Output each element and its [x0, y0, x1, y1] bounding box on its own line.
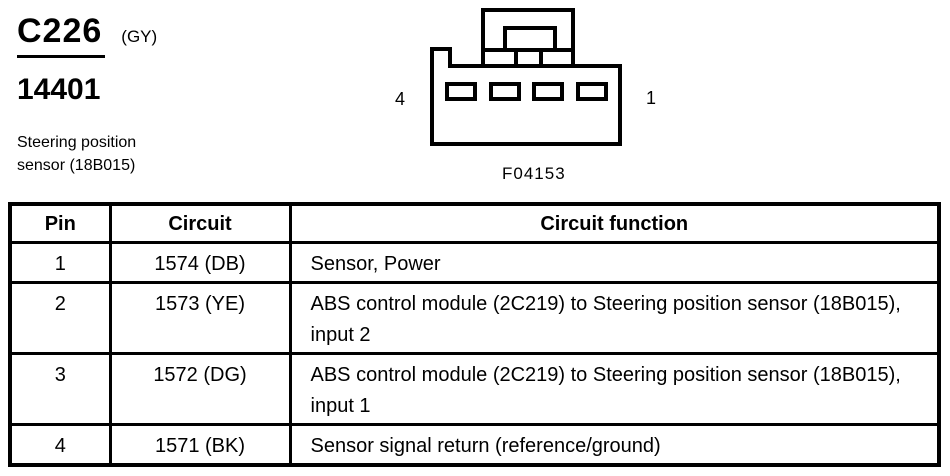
table-row-pin-2: 2 1573 (YE) ABS control module (2C219) t… — [8, 281, 941, 355]
pin-end-label-right: 1 — [646, 88, 656, 108]
table-header-row: Pin Circuit Circuit function — [8, 202, 941, 244]
table-row-pin-4: 4 1571 (BK) Sensor signal return (refere… — [8, 423, 941, 467]
pin-cell: 3 — [8, 352, 112, 426]
function-cell: ABS control module (2C219) to Steering p… — [288, 281, 941, 355]
table-row-pin-1: 1 1574 (DB) Sensor, Power — [8, 241, 941, 284]
connector-latch-inner — [503, 26, 557, 52]
circuit-cell: 1571 (BK) — [108, 423, 292, 467]
pin-slot-1 — [576, 82, 608, 101]
pin-end-label-left: 4 — [395, 89, 405, 109]
circuit-cell: 1574 (DB) — [108, 241, 292, 284]
pin-slot-3 — [489, 82, 521, 101]
part-number: 14401 — [17, 73, 101, 106]
pin-cell: 4 — [8, 423, 112, 467]
connector-diagram: 4 1 F04153 — [395, 8, 656, 183]
function-cell: Sensor signal return (reference/ground) — [288, 423, 941, 467]
connector-description: Steering position sensor (18B015) — [17, 134, 137, 174]
pin-cell: 1 — [8, 241, 112, 284]
table-row-pin-3: 3 1572 (DG) ABS control module (2C219) t… — [8, 352, 941, 426]
column-header-pin: Pin — [8, 202, 112, 244]
column-header-circuit: Circuit — [108, 202, 292, 244]
pin-cell: 2 — [8, 281, 112, 355]
pin-table: Pin Circuit Circuit function 1 1574 (DB)… — [8, 202, 941, 467]
connector-body-outline — [430, 47, 622, 146]
column-header-circuit-function: Circuit function — [288, 202, 941, 244]
connector-title-line: C226 (GY) — [17, 14, 182, 58]
pin-slot-2 — [532, 82, 564, 101]
figure-id-label: F04153 — [502, 164, 566, 183]
function-cell: Sensor, Power — [288, 241, 941, 284]
header-block: C226 (GY) 14401 Steering position sensor … — [17, 14, 182, 177]
circuit-cell: 1573 (YE) — [108, 281, 292, 355]
circuit-cell: 1572 (DG) — [108, 352, 292, 426]
function-cell: ABS control module (2C219) to Steering p… — [288, 352, 941, 426]
connector-color-code: (GY) — [121, 27, 158, 46]
connector-id: C226 — [17, 14, 106, 58]
pin-slot-4 — [445, 82, 477, 101]
